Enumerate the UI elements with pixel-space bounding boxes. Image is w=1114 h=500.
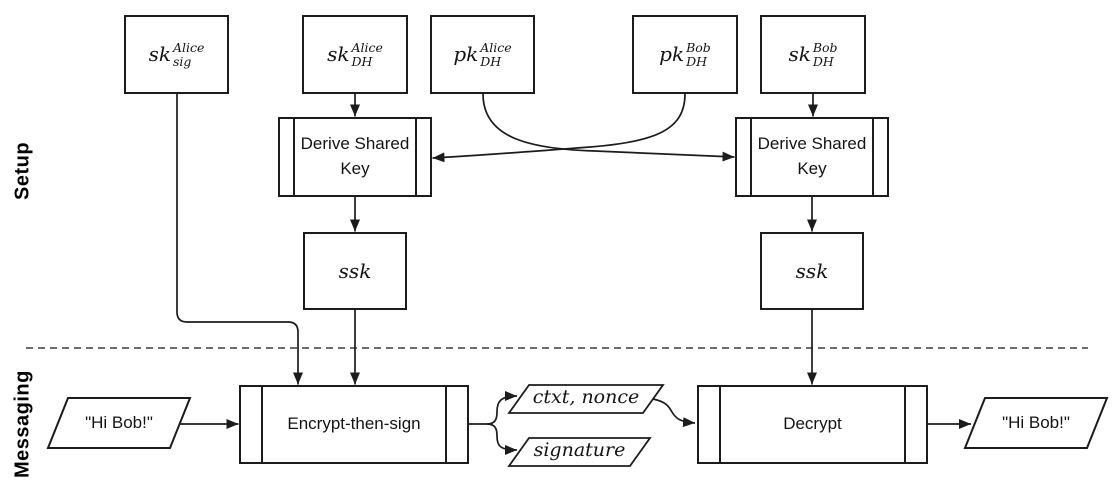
decrypt-box [697,385,928,464]
message-output-label: "Hi Bob!" [1002,412,1070,432]
edge-pkdh-bob-to-derive-left [432,93,686,163]
math-base: sk [148,42,171,66]
ssk-left-label: ssk [338,258,372,283]
derive-shared-key-left-label: Derive Shared Key [300,134,410,178]
ssk-right-box [760,232,864,310]
pk-dh-alice-box [430,15,535,94]
encrypt-then-sign-label: Encrypt-then-sign [287,414,421,434]
math-sub: DH [351,53,373,69]
signature-label: signature [533,439,626,462]
math-base: sk [327,42,350,66]
derive-shared-key-right-box [735,117,889,197]
message-input-label: "Hi Bob!" [85,412,153,432]
message-output-parallelogram [963,397,1109,449]
edge-pkdh-alice-to-derive-right [482,93,735,162]
decrypt-label: Decrypt [783,414,842,434]
ctxt-nonce-label: ctxt, nonce [532,386,640,409]
math-sup: Alice [480,39,512,55]
ctxt-nonce-parallelogram [507,384,665,414]
pk-dh-bob-box [632,15,738,94]
derive-shared-key-right-label: Derive Shared Key [757,134,867,178]
math-base: pk [659,42,685,66]
setup-section-label: Setup [11,141,34,201]
math-sup: Bob [812,39,838,55]
math-sup: Alice [351,39,383,55]
messaging-section-label: Messaging [11,370,34,478]
math-sup: Alice [172,39,205,55]
math-sub: sig [172,53,192,69]
ssk-right-label: ssk [795,258,829,283]
math-base: sk [788,42,811,66]
edge-sksig-alice-to-encrypt [176,93,303,385]
math-sup: Bob [686,39,711,55]
signature-parallelogram [507,437,652,467]
math-sub: DH [480,53,502,69]
edge-encrypt-to-outputs [468,391,518,455]
message-input-parallelogram [46,397,192,449]
math-sub: DH [812,53,834,69]
sk-dh-alice-box [302,15,408,94]
edge-ctxt-nonce-to-decrypt [652,398,696,428]
sk-dh-bob-box [760,15,866,94]
math-sub: DH [686,53,708,69]
math-base: pk [453,42,479,66]
